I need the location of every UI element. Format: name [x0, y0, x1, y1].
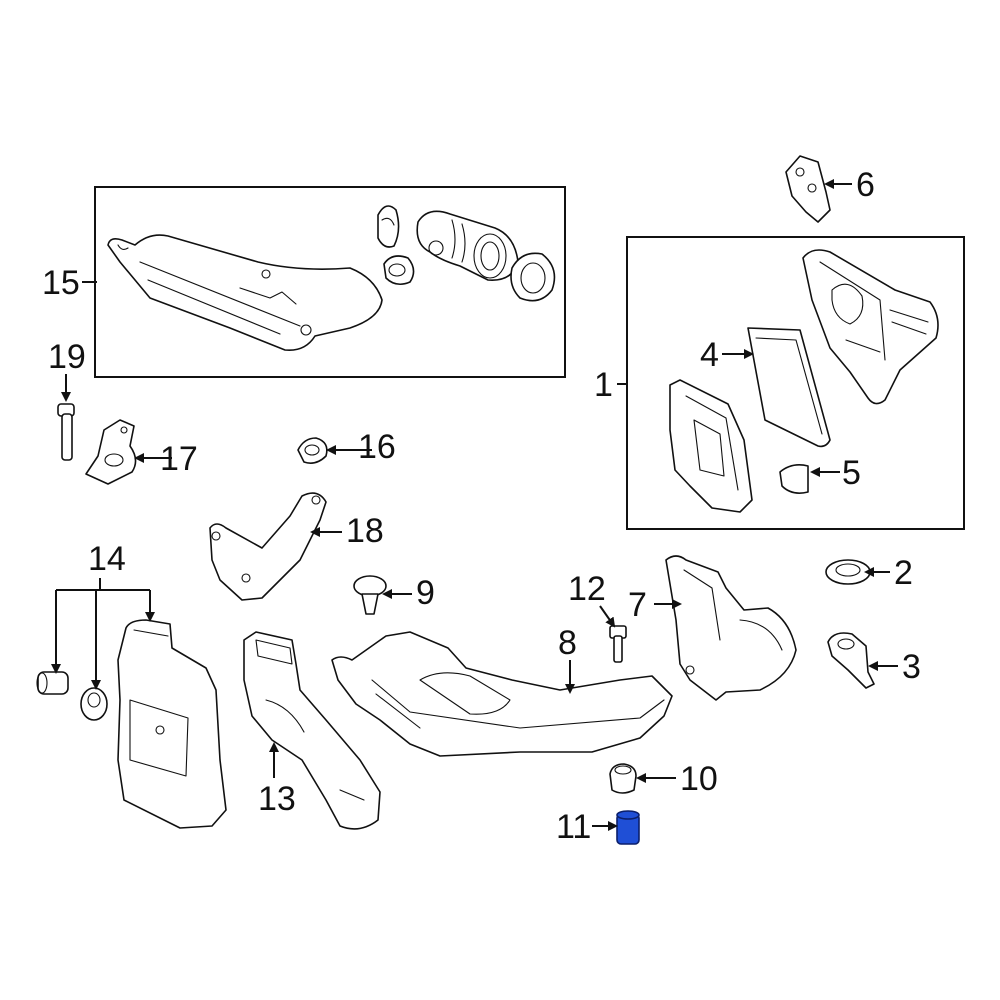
- callout-16: 16: [358, 428, 396, 466]
- callout-15: 15: [42, 264, 80, 302]
- bolt-part-12[interactable]: [609, 625, 627, 663]
- callout-7: 7: [628, 586, 647, 624]
- callout-5: 5: [842, 454, 861, 492]
- duct-part-7[interactable]: [665, 555, 797, 701]
- clip-part-9[interactable]: [353, 575, 387, 615]
- grommet-part-2[interactable]: [825, 559, 871, 585]
- bracket-part-3[interactable]: [827, 632, 875, 689]
- resonator-part-14[interactable]: [117, 619, 227, 829]
- callout-8: 8: [558, 624, 577, 662]
- air-cleaner-assembly-group: [626, 236, 965, 530]
- grommet-part-14b[interactable]: [80, 687, 108, 721]
- callout-10: 10: [680, 760, 718, 798]
- intake-duct-assembly-group: [94, 186, 566, 378]
- intake-duct[interactable]: [107, 234, 383, 352]
- callout-17: 17: [160, 440, 198, 478]
- callout-18: 18: [346, 512, 384, 550]
- callout-1: 1: [594, 366, 613, 404]
- callout-19: 19: [48, 338, 86, 376]
- callout-12: 12: [568, 570, 606, 608]
- callout-3: 3: [902, 648, 921, 686]
- grommet-part-16[interactable]: [297, 437, 328, 464]
- seal-part-5[interactable]: [779, 464, 809, 494]
- callout-9: 9: [416, 574, 435, 612]
- hose-clamp-small[interactable]: [383, 255, 415, 286]
- air-cleaner-housing[interactable]: [802, 249, 939, 405]
- duct-part-13[interactable]: [243, 631, 381, 830]
- callout-2: 2: [894, 554, 913, 592]
- callout-4: 4: [700, 336, 719, 374]
- bracket-part-17[interactable]: [85, 419, 137, 485]
- callout-labels: 15 1 4 5 6 2 3 16 17 19 18 9 12 7 8 10 1…: [42, 166, 921, 846]
- hose-clamp-large[interactable]: [510, 252, 556, 302]
- leader-lines: [51, 179, 898, 831]
- callout-11: 11: [556, 808, 591, 846]
- sleeve-part-14a[interactable]: [36, 671, 69, 695]
- grommet-part-10[interactable]: [609, 763, 637, 794]
- hose-clamp-upper[interactable]: [377, 205, 400, 248]
- air-cleaner-lower-case[interactable]: [669, 379, 753, 513]
- bracket-part-18[interactable]: [209, 492, 327, 601]
- air-filter-element[interactable]: [747, 327, 831, 448]
- callout-6: 6: [856, 166, 875, 204]
- sleeve-part-11-highlighted[interactable]: [616, 810, 640, 845]
- callout-13: 13: [258, 780, 296, 818]
- callout-14: 14: [88, 540, 126, 578]
- intake-hose[interactable]: [416, 210, 519, 281]
- pin-part-19[interactable]: [57, 403, 75, 461]
